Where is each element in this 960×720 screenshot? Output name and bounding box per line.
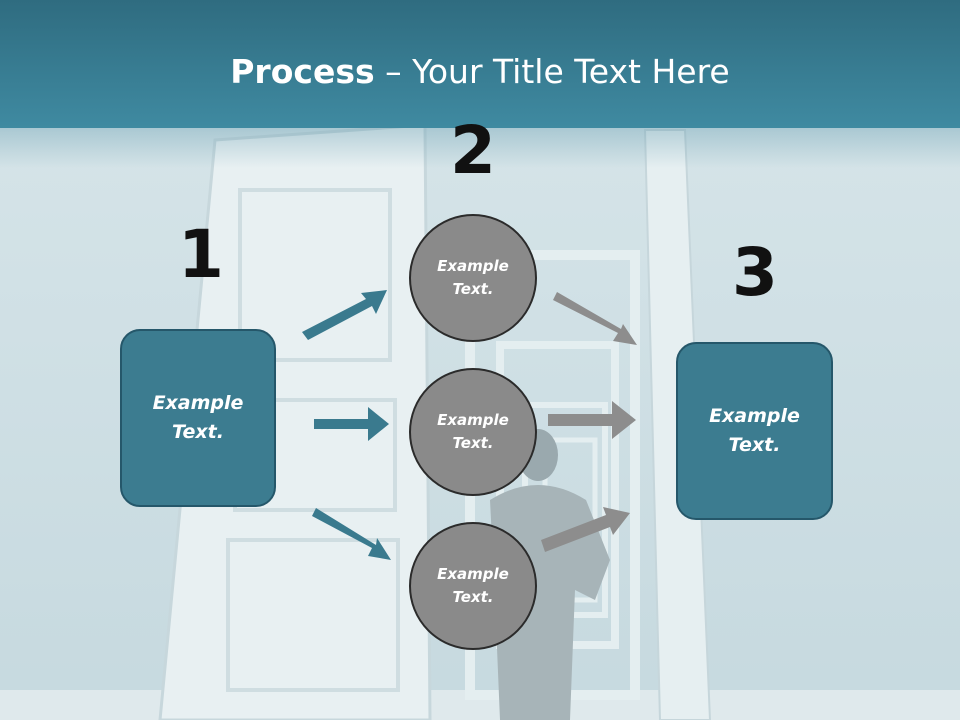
title-bar (0, 0, 960, 128)
circle-middle-text: Example Text. (437, 411, 509, 452)
circle-bottom[interactable]: Example Text. (409, 522, 537, 650)
title-bold-word: Process (230, 52, 375, 91)
arrow-bottom-to-right (541, 507, 630, 552)
right-step-box[interactable]: Example Text. (676, 342, 833, 520)
circle-top-text: Example Text. (437, 257, 509, 298)
title-rest: – Your Title Text Here (374, 52, 730, 91)
step-number-2: 2 (450, 112, 496, 189)
arrow-left-to-middle (314, 407, 389, 441)
arrow-left-to-top (302, 290, 387, 340)
title-bar-fade (0, 128, 960, 168)
circle-top[interactable]: Example Text. (409, 214, 537, 342)
arrow-top-to-right (553, 292, 637, 345)
arrow-left-to-bottom (312, 508, 391, 560)
left-step-box[interactable]: Example Text. (120, 329, 276, 507)
step-number-1: 1 (178, 216, 224, 293)
right-box-text: Example Text. (709, 405, 800, 456)
circle-bottom-text: Example Text. (437, 565, 509, 606)
arrow-middle-to-right (548, 401, 636, 439)
left-box-text: Example Text. (152, 392, 244, 443)
slide-title[interactable]: Process – Your Title Text Here (0, 52, 960, 91)
circle-middle[interactable]: Example Text. (409, 368, 537, 496)
step-number-3: 3 (732, 234, 778, 311)
